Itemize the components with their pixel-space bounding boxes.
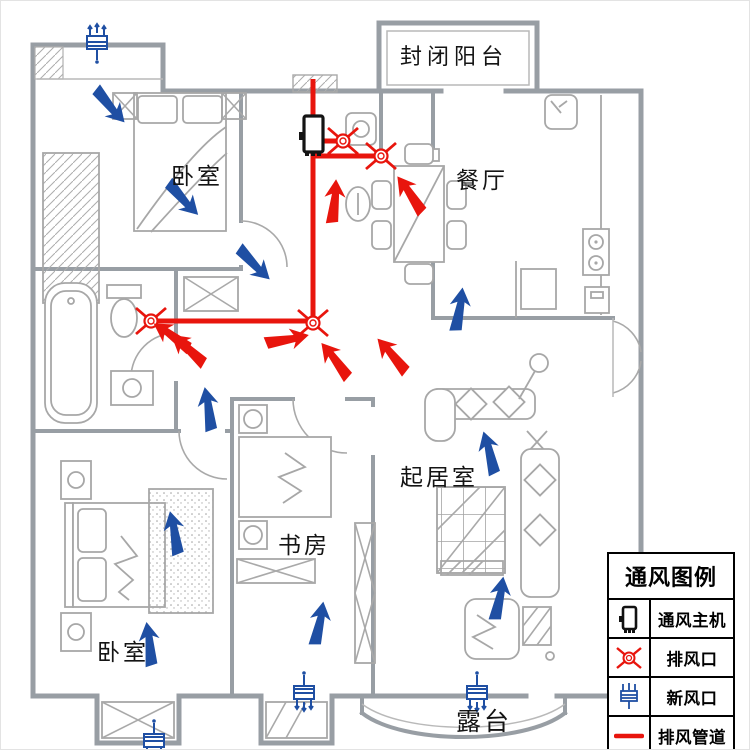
ventilation-main-unit <box>299 114 325 156</box>
living-furniture <box>424 353 560 661</box>
exhaust-vent-icon <box>609 639 651 676</box>
room-label-terrace: 露台 <box>456 707 512 736</box>
legend-title: 通风图例 <box>609 554 733 600</box>
room-label-bedroom-bottom: 卧室 <box>97 640 149 666</box>
toilet <box>106 284 142 338</box>
legend-label-exhaust-vent: 排风口 <box>666 649 718 669</box>
room-label-study: 书房 <box>278 533 330 559</box>
fresh-air-vent-icon <box>609 678 651 715</box>
room-label-living: 起居室 <box>400 465 478 491</box>
fresh-airflow-arrow <box>444 285 475 334</box>
legend-row-fresh-vent: 新风口 <box>609 678 733 717</box>
walls <box>30 20 644 746</box>
furniture <box>42 92 610 664</box>
legend-label-fresh-vent: 新风口 <box>666 688 718 708</box>
exhaust-airflow-arrow <box>320 177 348 226</box>
bathtub <box>44 282 98 424</box>
fresh-air-vent-symbol <box>86 23 108 65</box>
fresh-airflow-arrow <box>195 385 222 433</box>
legend-label-duct: 排风管道 <box>658 727 726 747</box>
legend-row-unit: 通风主机 <box>609 600 733 639</box>
fresh-airflow-arrow <box>303 599 335 649</box>
legend-row-duct: 排风管道 <box>609 717 733 749</box>
exhaust-airflow-arrow <box>314 336 358 386</box>
kitchen <box>515 94 610 318</box>
fresh-air-vent-symbol <box>293 670 315 712</box>
room-label-balcony: 封闭阳台 <box>400 45 508 70</box>
fresh-airflow-arrow <box>474 428 505 478</box>
bathroom-sink <box>110 370 154 406</box>
room-label-bedroom-top: 卧室 <box>171 164 223 190</box>
study-furniture <box>236 404 376 664</box>
legend: 通风图例 通风主机 排风口 <box>607 552 735 749</box>
legend-row-exhaust-vent: 排风口 <box>609 639 733 678</box>
bed-top <box>133 92 228 233</box>
fresh-air-vent-symbol <box>466 670 488 712</box>
room-label-dining: 餐厅 <box>456 168 508 194</box>
exhaust-duct-icon <box>609 717 651 749</box>
ventilation-unit-icon <box>609 600 651 637</box>
room-labels: 卧室 餐厅 封闭阳台 起居室 书房 卧室 露台 <box>97 45 512 736</box>
legend-label-unit: 通风主机 <box>658 610 726 630</box>
exhaust-airflow-arrow <box>370 331 415 380</box>
